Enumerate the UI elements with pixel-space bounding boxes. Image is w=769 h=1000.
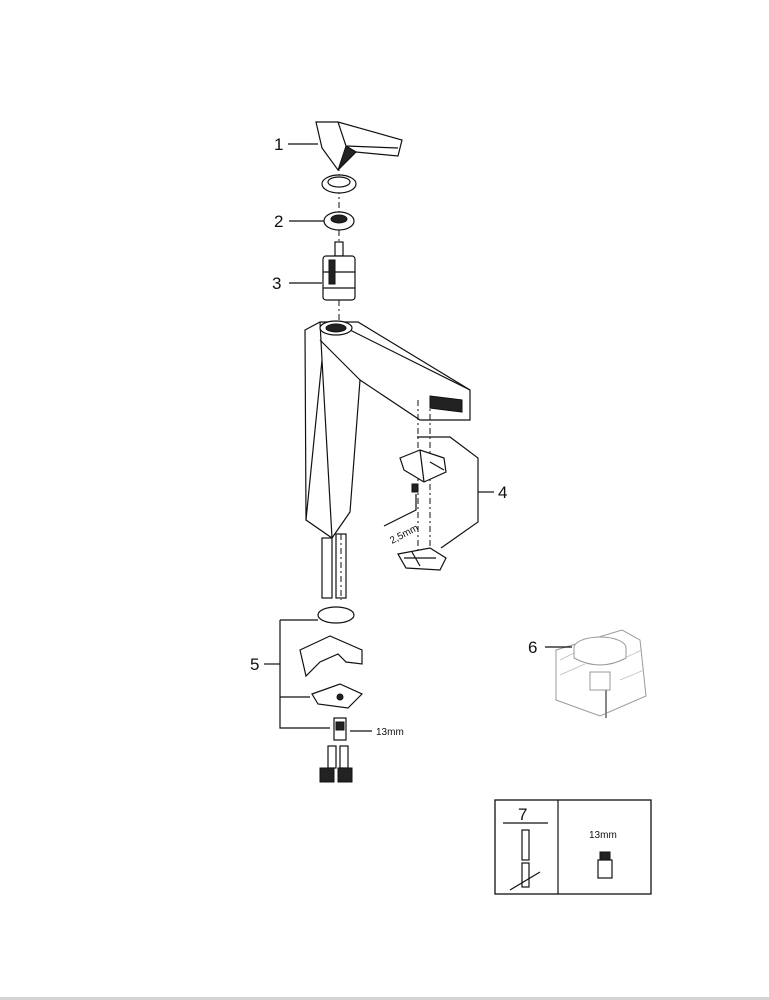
callout-7: 7 <box>518 805 527 824</box>
part-5-mounting-set: 13mm 5 <box>250 606 404 783</box>
hose-wrench-size-label: 13mm <box>376 727 404 738</box>
tool-box-7: 7 13mm <box>494 799 652 895</box>
callout-2: 2 <box>274 212 283 231</box>
part-1-lever-handle: 1 <box>274 121 403 171</box>
tool-wrench-size-label: 13mm <box>589 830 617 841</box>
part-6-waste-valve: 6 <box>528 629 647 718</box>
part-4-aerator-set: 2,5mm 4 <box>383 400 507 571</box>
bottom-border <box>0 997 769 1000</box>
part-2-cap-ring: 2 <box>274 174 357 231</box>
faucet-body <box>304 320 471 600</box>
callout-1: 1 <box>274 135 283 154</box>
part-3-cartridge: 3 <box>272 241 356 301</box>
allen-key-size-label: 2,5mm <box>388 523 420 547</box>
callout-3: 3 <box>272 274 281 293</box>
callout-6: 6 <box>528 638 537 657</box>
callout-5: 5 <box>250 655 259 674</box>
callout-4: 4 <box>498 483 507 502</box>
